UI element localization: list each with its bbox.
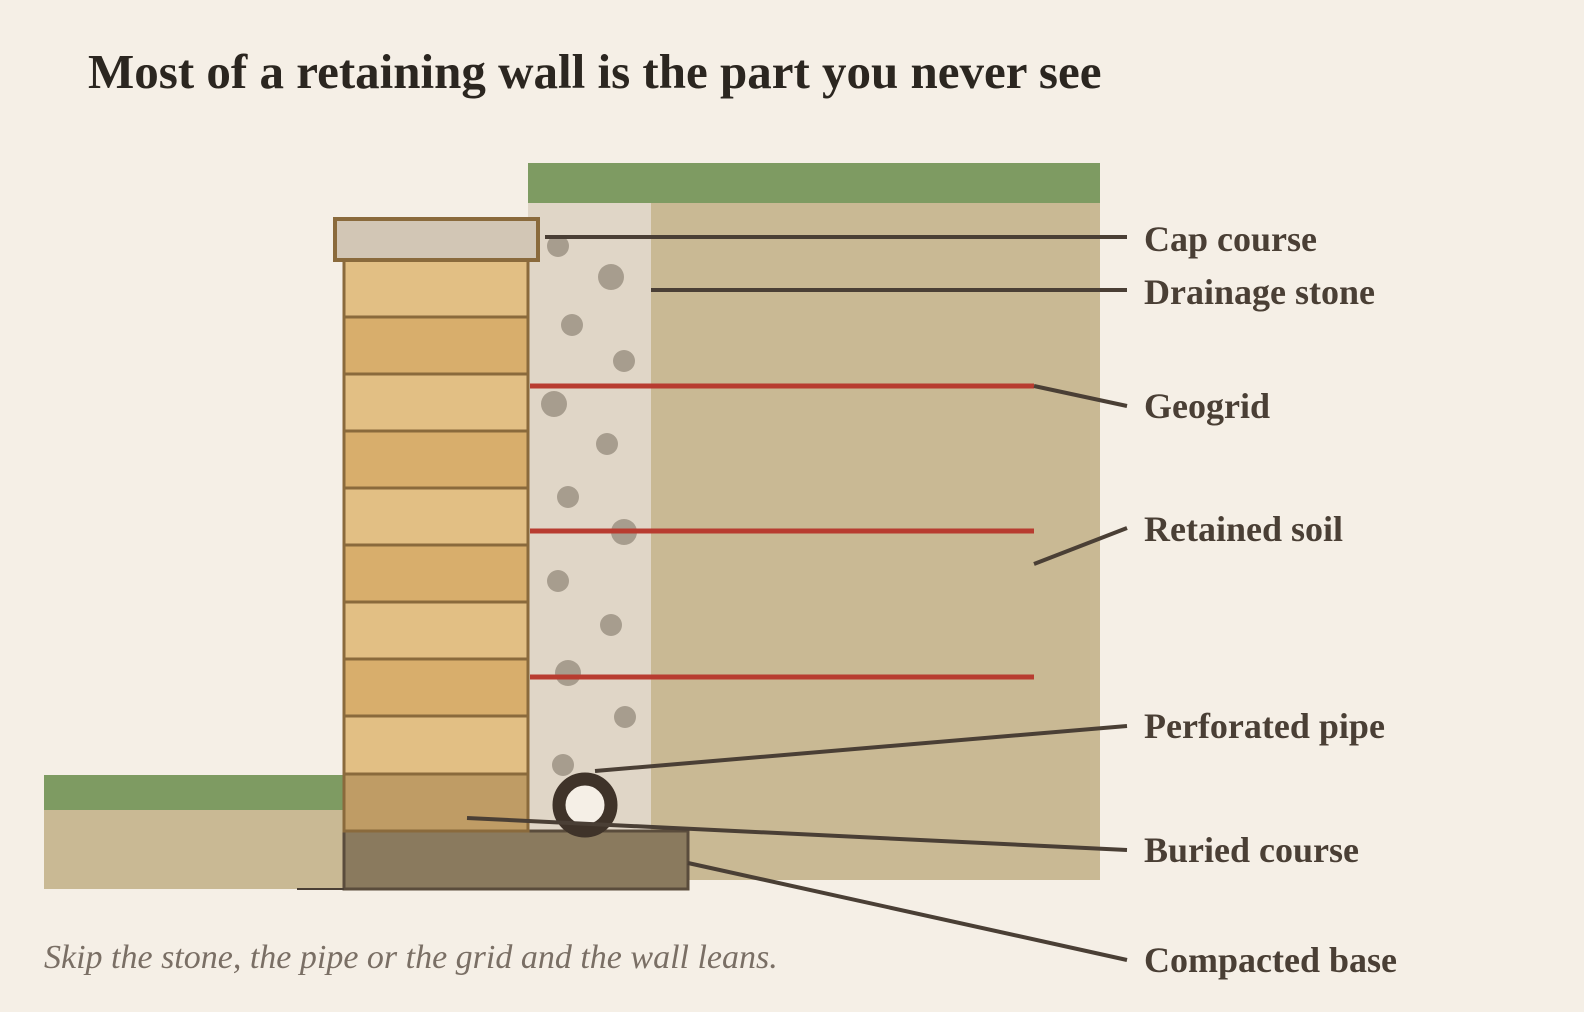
- upper-grass-strip: [528, 163, 1100, 203]
- drainage-stone: [547, 235, 569, 257]
- label-retained-soil: Retained soil: [1144, 509, 1343, 549]
- drainage-stones: [541, 235, 637, 776]
- label-buried-course: Buried course: [1144, 830, 1359, 870]
- drainage-stone: [600, 614, 622, 636]
- wall-block: [342, 543, 530, 604]
- label-geogrid: Geogrid: [1144, 386, 1270, 426]
- drainage-stone: [561, 314, 583, 336]
- drainage-stone: [596, 433, 618, 455]
- wall-block: [342, 600, 530, 661]
- leader-perforated-pipe: [594, 724, 1128, 773]
- wall-block: [342, 714, 530, 776]
- drainage-stone: [541, 391, 567, 417]
- cap-course-block: [333, 217, 540, 262]
- wall-block: [342, 657, 530, 718]
- drainage-stone: [552, 754, 574, 776]
- label-compacted-base: Compacted base: [1144, 940, 1397, 980]
- front-ground-soil: [44, 810, 344, 889]
- page-title: Most of a retaining wall is the part you…: [88, 44, 1101, 99]
- leader-compacted-base: [687, 861, 1128, 962]
- drainage-stone: [547, 570, 569, 592]
- wall-block: [342, 486, 530, 547]
- wall-block: [342, 258, 530, 319]
- drainage-stone-column: [528, 203, 651, 831]
- drainage-stone: [613, 350, 635, 372]
- buried-course-block: [342, 772, 530, 833]
- leader-retained-soil: [1033, 526, 1128, 566]
- drainage-stone: [614, 706, 636, 728]
- geogrid-layers: [530, 383, 1034, 680]
- label-perforated-pipe: Perforated pipe: [1144, 706, 1385, 746]
- leader-lines: [466, 235, 1128, 962]
- perforated-pipe: [552, 772, 618, 838]
- front-grass-strip: [44, 775, 344, 810]
- wall-blocks: [342, 258, 530, 833]
- leader-geogrid: [1033, 384, 1128, 408]
- wall-block: [342, 315, 530, 376]
- drainage-stone: [557, 486, 579, 508]
- drainage-stone: [555, 660, 581, 686]
- caption: Skip the stone, the pipe or the grid and…: [44, 939, 778, 976]
- label-cap-course: Cap course: [1144, 219, 1317, 259]
- wall-block: [342, 372, 530, 433]
- wall-block: [342, 429, 530, 490]
- leader-buried-course: [466, 816, 1128, 852]
- compacted-base: [342, 829, 690, 891]
- drainage-stone: [598, 264, 624, 290]
- label-drainage-stone: Drainage stone: [1144, 272, 1375, 312]
